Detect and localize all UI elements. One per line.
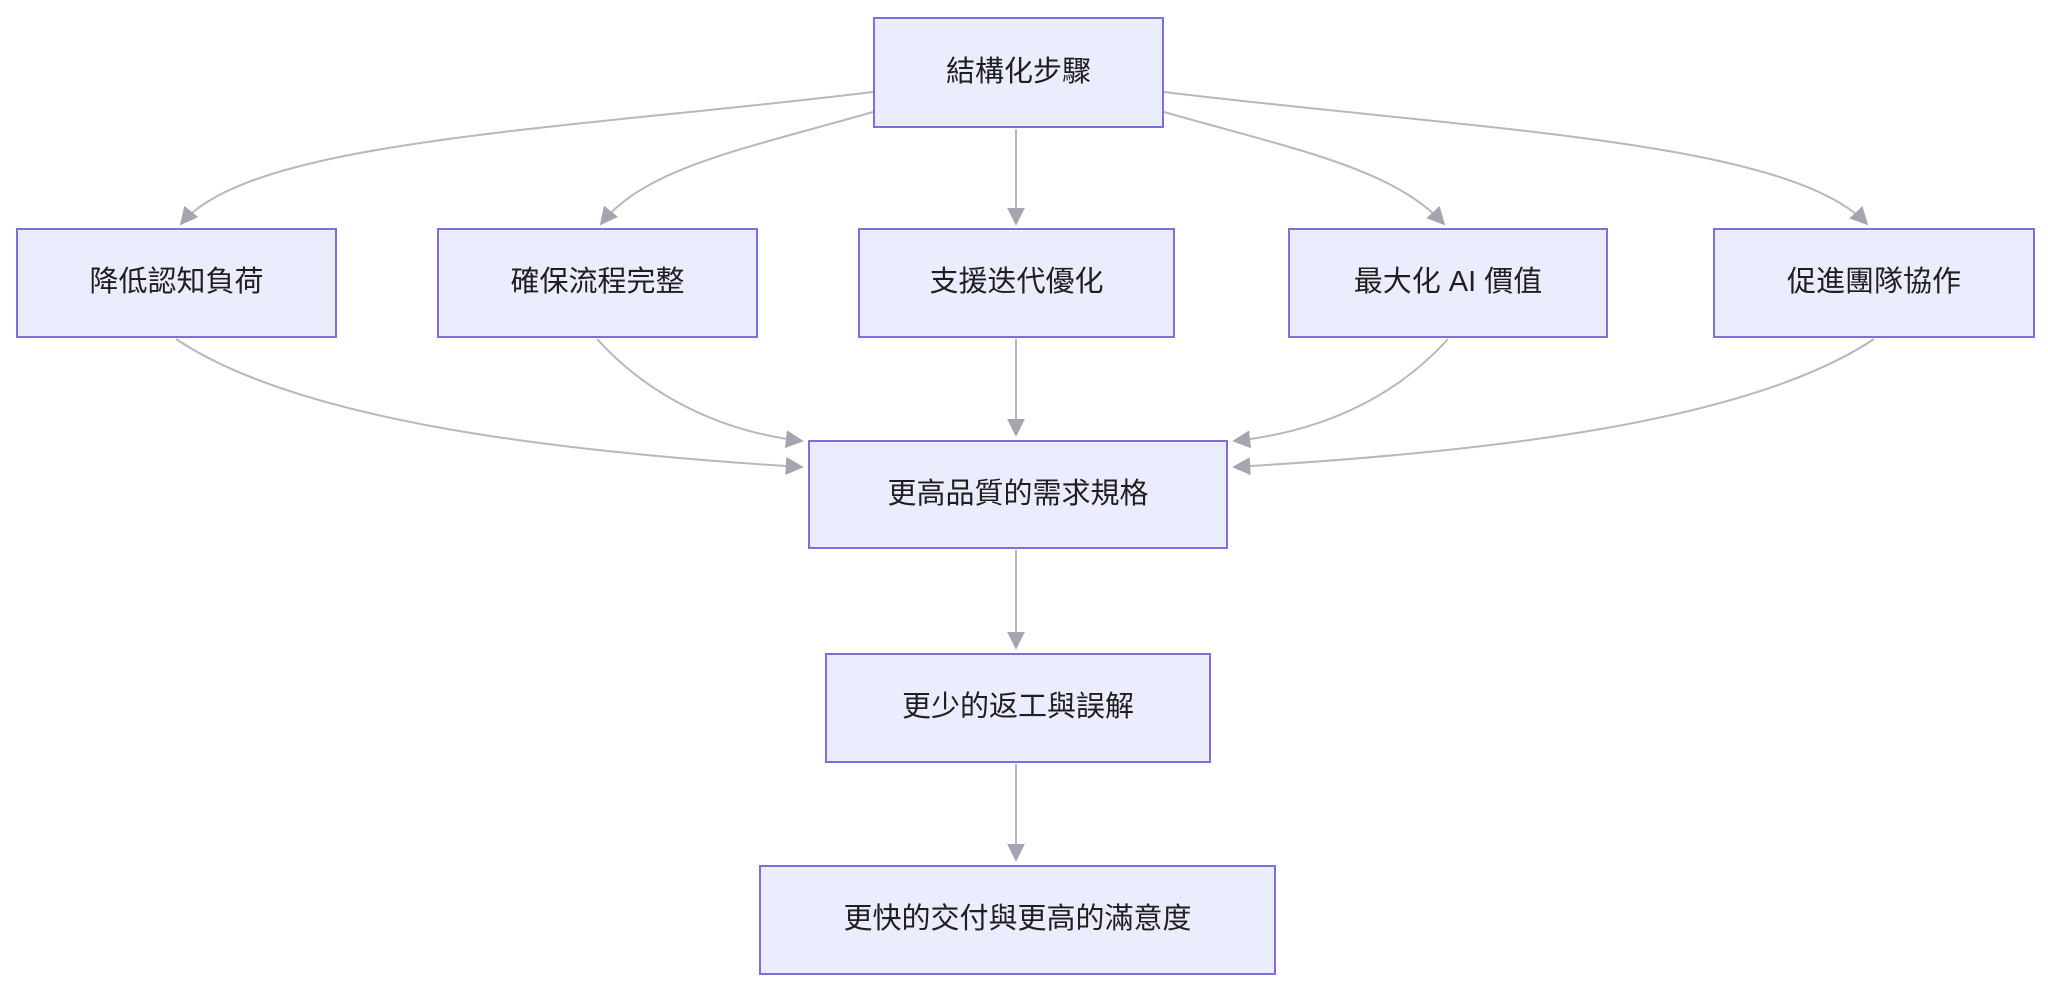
- node-higher-quality-requirements-spec-label: 更高品質的需求規格: [887, 477, 1149, 510]
- node-reduce-cognitive-load: 降低認知負荷: [16, 228, 337, 338]
- edge-reduce-cognitive-load-to-higher-quality-spec: [175, 338, 804, 475]
- node-support-iterative-optimization-label: 支援迭代優化: [929, 266, 1104, 299]
- node-faster-delivery-higher-satisfaction-label: 更快的交付與更高的滿意度: [843, 903, 1192, 936]
- edge-root-to-ensure-process-completeness: [599, 111, 874, 226]
- edge-promote-team-collaboration-to-higher-quality-spec: [1232, 338, 1875, 476]
- node-root: 結構化步驟: [873, 17, 1164, 128]
- node-promote-team-collaboration-label: 促進團隊協作: [1786, 266, 1961, 299]
- node-higher-quality-requirements-spec: 更高品質的需求規格: [808, 440, 1228, 549]
- node-reduce-cognitive-load-label: 降低認知負荷: [89, 266, 264, 299]
- node-ensure-process-completeness-label: 確保流程完整: [510, 266, 685, 299]
- edge-root-to-reduce-cognitive-load: [179, 91, 874, 226]
- node-promote-team-collaboration: 促進團隊協作: [1713, 228, 2035, 338]
- node-maximize-ai-value-label: 最大化 AI 價值: [1353, 266, 1543, 299]
- node-faster-delivery-higher-satisfaction: 更快的交付與更高的滿意度: [759, 865, 1276, 975]
- edge-root-to-maximize-ai-value: [1163, 111, 1446, 226]
- node-ensure-process-completeness: 確保流程完整: [437, 228, 758, 338]
- edge-ensure-process-completeness-to-higher-quality-spec: [596, 338, 804, 449]
- node-less-rework-and-misunderstanding-label: 更少的返工與誤解: [901, 691, 1134, 724]
- node-root-label: 結構化步驟: [945, 55, 1091, 88]
- node-support-iterative-optimization: 支援迭代優化: [858, 228, 1175, 338]
- edge-maximize-ai-value-to-higher-quality-spec: [1232, 338, 1449, 449]
- edge-root-to-promote-team-collaboration: [1163, 91, 1869, 226]
- node-less-rework-and-misunderstanding: 更少的返工與誤解: [825, 653, 1211, 763]
- node-maximize-ai-value: 最大化 AI 價值: [1288, 228, 1608, 338]
